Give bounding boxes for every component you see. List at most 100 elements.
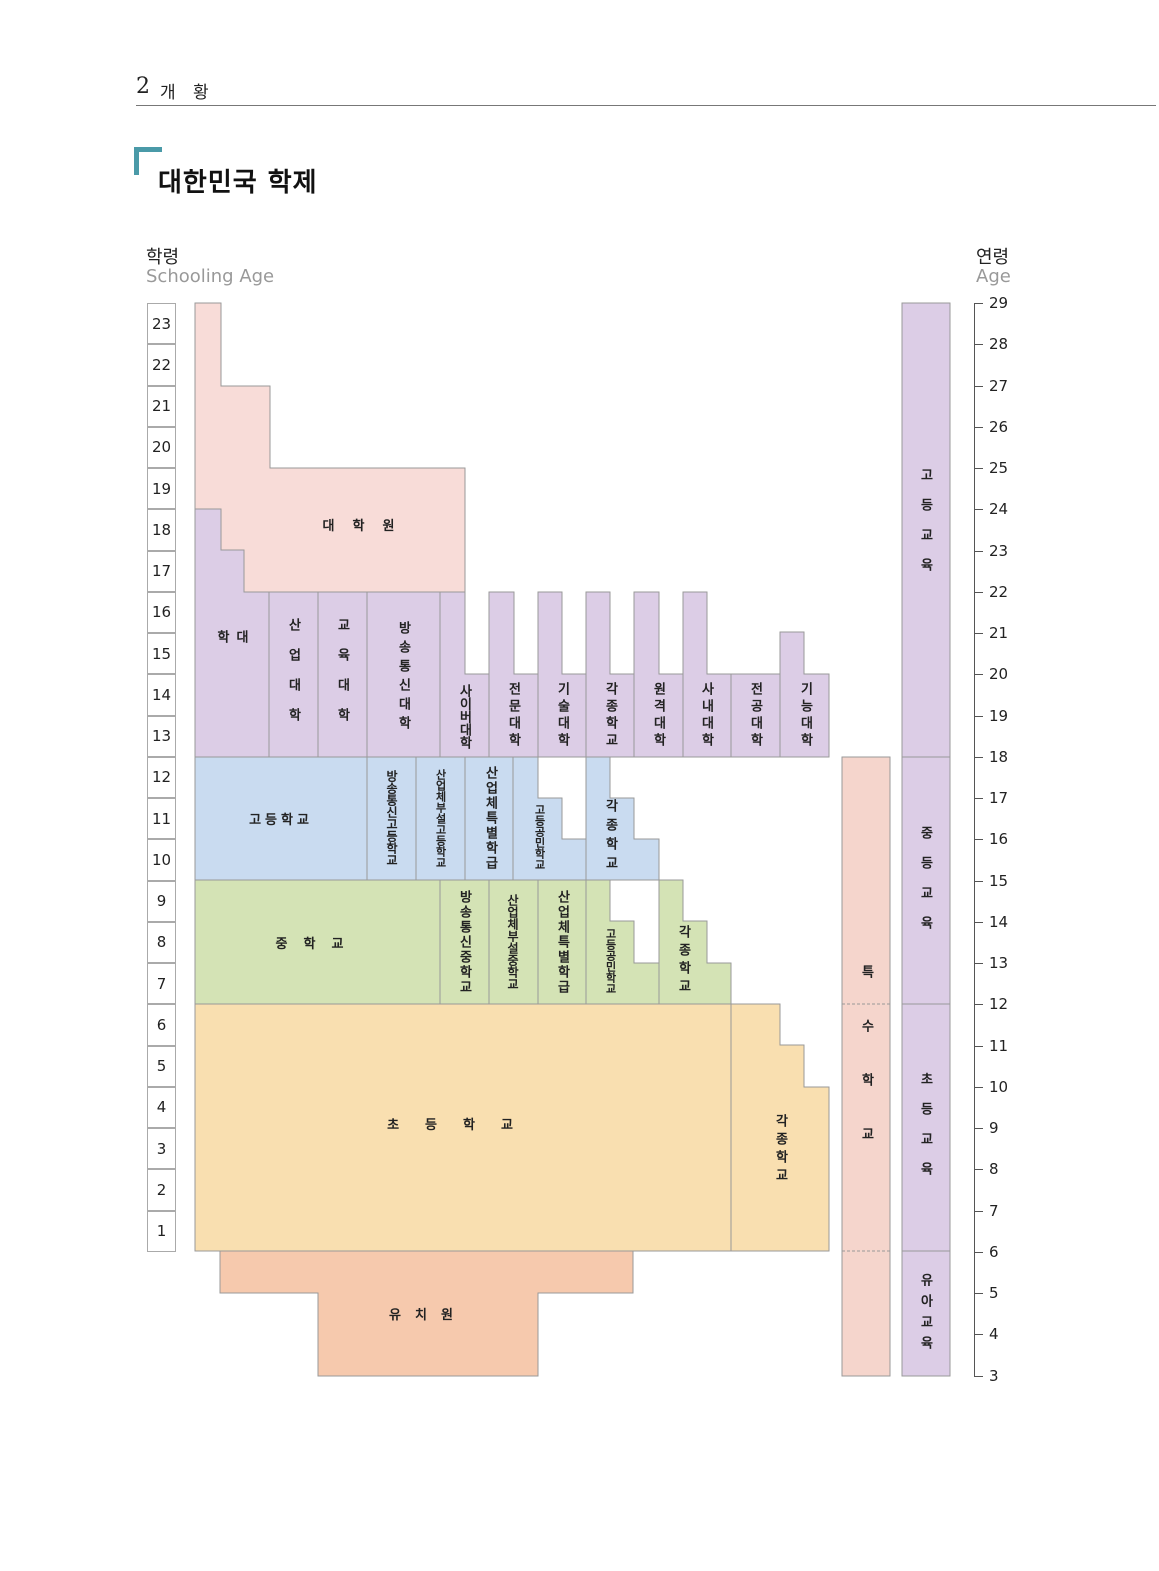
age-label: 19 [989, 706, 1009, 725]
age-label: 11 [989, 1036, 1009, 1055]
age-label: 10 [989, 1077, 1009, 1096]
age-label: 23 [989, 541, 1009, 560]
industry-middle-label: 산업체부설중학교 [505, 894, 520, 990]
age-label: 21 [989, 624, 1009, 642]
age-label: 7 [989, 1201, 999, 1220]
misc-high-label: 각종학교 [602, 799, 618, 875]
age-tick [974, 1334, 983, 1336]
industry-special-middle-block [537, 879, 587, 1005]
open-high-block [366, 756, 417, 881]
age-tick [974, 385, 983, 387]
age-label: 25 [989, 459, 1009, 477]
age-tick [974, 1086, 983, 1088]
schooling-age-cell: 17 [147, 550, 176, 592]
distance-univ-label: 원격대학 [650, 682, 666, 750]
level-early-label: 유아교육 [917, 1273, 933, 1357]
age-tick [974, 756, 983, 758]
special-school-label: 특수학교 [858, 965, 874, 1181]
open-univ-label: 방송통신대학 [395, 621, 411, 735]
header-divider [136, 105, 1156, 106]
schooling-age-cell: 7 [147, 963, 176, 1005]
age-tick [974, 921, 983, 923]
open-middle-label: 방송통신중학교 [456, 889, 472, 995]
industry-special-high-block [464, 756, 514, 881]
age-tick [974, 1251, 983, 1253]
schooling-age-cell: 21 [147, 385, 176, 427]
age-tick [974, 798, 983, 799]
civic-high-block [512, 756, 587, 881]
major-univ-block [730, 673, 781, 758]
schooling-age-cell: 8 [147, 921, 176, 963]
age-tick [974, 468, 983, 469]
title-bracket-icon [134, 147, 162, 175]
age-tick [974, 633, 983, 634]
age-tick [974, 591, 983, 593]
kindergarten-block [219, 1250, 634, 1377]
schooling-age-cell: 16 [147, 591, 176, 633]
level-early-block [901, 1250, 951, 1377]
schooling-age-cell: 22 [147, 344, 176, 386]
schooling-age-cell: 3 [147, 1128, 176, 1170]
age-label: 12 [989, 995, 1009, 1014]
high-school-label: 고등학교 [249, 812, 313, 828]
misc-high-block [585, 756, 660, 881]
page-title: 대한민국 학제 [158, 168, 318, 198]
polytechnic-block [779, 631, 830, 758]
middle-school-label: 중학교 [275, 936, 360, 952]
age-label: 20 [989, 665, 1009, 684]
schooling-age-cell: 6 [147, 1004, 176, 1046]
industry-special-high-label: 산업체특별학급 [482, 765, 498, 871]
age-label: 28 [989, 335, 1009, 354]
left-axis-label-en: Schooling Age [146, 266, 275, 287]
age-tick [974, 1210, 983, 1212]
schooling-age-cell: 18 [147, 509, 176, 551]
age-label: 3 [989, 1366, 999, 1385]
elementary-block [194, 1003, 732, 1252]
middle-school-block [194, 879, 441, 1005]
schooling-age-cell: 5 [147, 1045, 176, 1087]
age-tick [974, 1004, 983, 1006]
age-tick [974, 1128, 983, 1129]
industry-special-middle-label: 산업체특별학급 [554, 889, 570, 995]
right-axis-label-en: Age [976, 266, 1011, 287]
left-axis-label-ko: 학령 [146, 247, 180, 268]
age-label: 13 [989, 954, 1009, 972]
misc-school-univ-label: 각종학교 [602, 682, 618, 750]
industrial-univ-label: 산업대학 [285, 618, 301, 738]
schooling-age-cell: 2 [147, 1169, 176, 1211]
level-primary-label: 초등교육 [917, 1072, 933, 1192]
elementary-label: 초등학교 [387, 1117, 539, 1133]
age-tick [974, 1169, 983, 1171]
age-label: 8 [989, 1160, 999, 1179]
age-label: 9 [989, 1119, 999, 1137]
age-label: 16 [989, 830, 1009, 849]
level-secondary-block [901, 756, 951, 1005]
junior-college-label: 전문대학 [505, 682, 521, 750]
schooling-age-cell: 20 [147, 426, 176, 468]
age-label: 14 [989, 912, 1009, 931]
cyber-univ-label: 사이버대학 [456, 683, 472, 749]
age-label: 18 [989, 747, 1009, 766]
special-school-block [841, 756, 891, 1377]
schooling-age-cell: 12 [147, 756, 176, 798]
industry-high-block [415, 756, 466, 881]
level-secondary-label: 중등교육 [917, 826, 933, 946]
age-label: 15 [989, 871, 1009, 890]
right-axis-label-ko: 연령 [976, 247, 1010, 268]
age-tick [974, 1375, 983, 1377]
age-label: 17 [989, 789, 1009, 807]
civic-high-label: 고등공민학교 [533, 804, 546, 870]
misc-middle-label: 각종학교 [675, 925, 691, 997]
schooling-age-cell: 23 [147, 303, 176, 345]
age-tick [974, 963, 983, 964]
age-tick [974, 715, 983, 717]
graduate-label: 대학원 [322, 518, 413, 534]
civic-middle-label: 고등공민학교 [604, 928, 617, 994]
major-univ-label: 전공대학 [747, 682, 763, 750]
age-tick [974, 509, 983, 511]
schooling-age-cell: 11 [147, 798, 176, 840]
age-label: 4 [989, 1325, 999, 1344]
age-tick [974, 1045, 983, 1047]
